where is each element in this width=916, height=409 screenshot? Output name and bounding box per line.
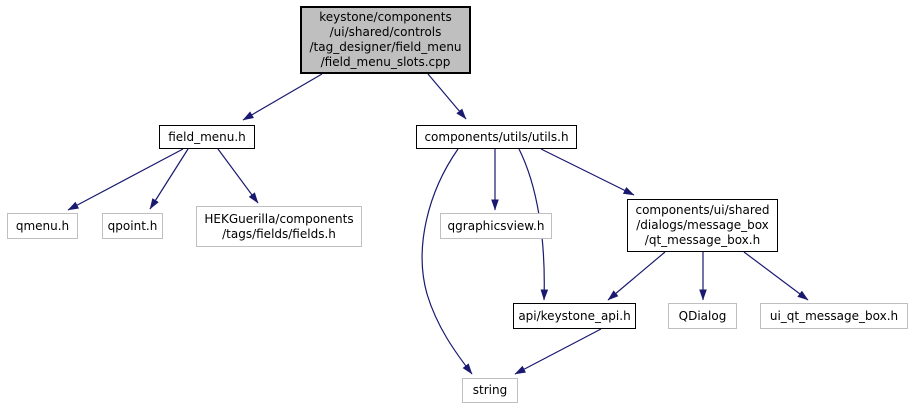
node-label-line: /field_menu_slots.cpp [320, 55, 451, 69]
edge-field_menu_h-qpoint_h [149, 148, 189, 210]
node-label: string [472, 383, 508, 397]
node-label-line: /dialogs/message_box [636, 218, 769, 232]
node-label-line: keystone/components [319, 10, 452, 24]
node-label: qmenu.h [15, 218, 70, 233]
node-label: qgraphicsview.h [447, 218, 545, 233]
edge-field_menu_h-fields_h [217, 148, 259, 204]
node-label-line: components/ui/shared [635, 203, 770, 217]
node-label: field_menu.h [168, 129, 246, 144]
node-label: ui_qt_message_box.h [769, 308, 899, 323]
edge-field_menu_h-qmenu_h [67, 148, 184, 211]
node-field_menu-h[interactable]: field_menu.h [159, 125, 255, 149]
node-ui_qt_message_box-h: ui_qt_message_box.h [760, 303, 908, 329]
node-string: string [462, 378, 518, 403]
node-qgraphicsview-h: qgraphicsview.h [440, 213, 552, 239]
edge-main_cpp-field_menu_h [242, 73, 323, 121]
node-components-utils-h[interactable]: components/utils/utils.h [416, 125, 577, 149]
node-label-line: /tag_designer/field_menu [309, 40, 462, 54]
node-qt_message_box-h[interactable]: components/ui/shared /dialogs/message_bo… [627, 199, 778, 252]
node-qpoint-h: qpoint.h [102, 213, 163, 239]
edge-message_box_h-ui_qt_message_box_h [743, 251, 809, 301]
node-label-line: HEKGuerilla/components [204, 211, 354, 226]
node-label: QDialog [678, 308, 727, 323]
node-qdialog: QDialog [668, 303, 737, 329]
edge-keystone_api_h-string [514, 328, 602, 375]
node-field_menu_slots-cpp: keystone/components /ui/shared/controls … [300, 6, 471, 74]
node-keystone_api-h[interactable]: api/keystone_api.h [513, 303, 636, 329]
node-label: qpoint.h [107, 218, 158, 233]
edge-main_cpp-utils_h [427, 73, 467, 120]
node-label-line: /qt_message_box.h [644, 233, 761, 247]
node-hekguerilla-fields-h: HEKGuerilla/components /tags/fields/fiel… [196, 206, 362, 247]
node-qmenu-h: qmenu.h [7, 213, 78, 239]
edge-utils_h-message_box_h [540, 148, 635, 196]
node-label-line: /ui/shared/controls [329, 25, 442, 39]
node-label-line: /tags/fields/fields.h [222, 226, 336, 241]
edge-message_box_h-keystone_api_h [607, 251, 666, 301]
edge-utils_h-string [421, 148, 473, 375]
node-label: components/utils/utils.h [424, 129, 569, 144]
node-label: api/keystone_api.h [518, 308, 631, 323]
